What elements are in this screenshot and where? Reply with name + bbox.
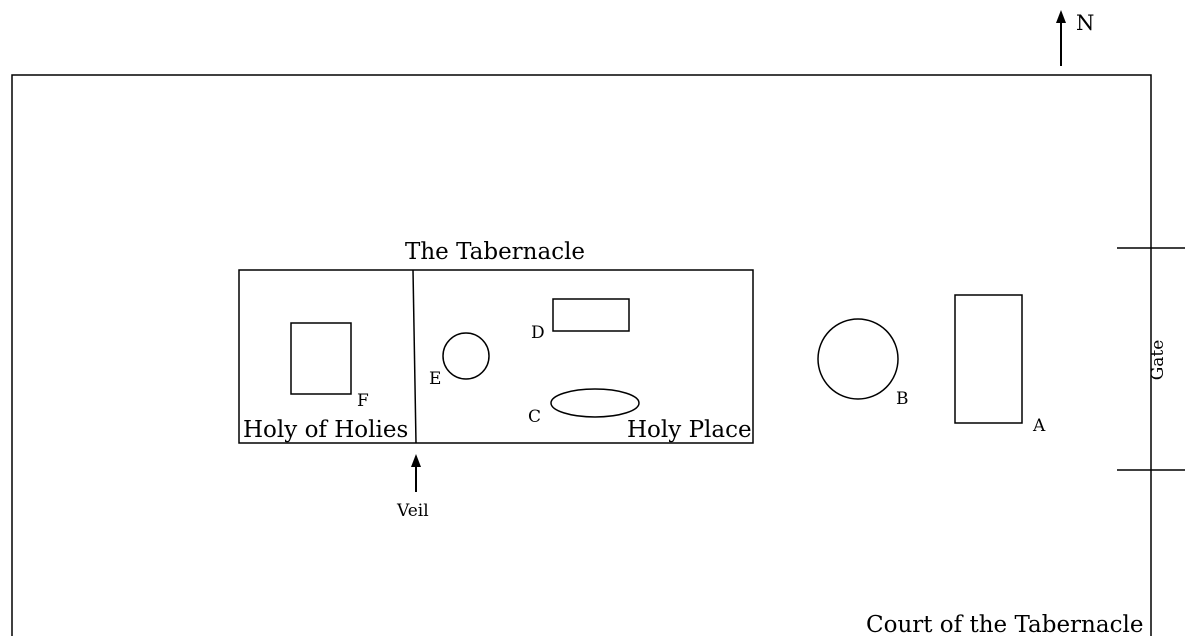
north-arrow-head	[1056, 10, 1066, 23]
court-label: Court of the Tabernacle	[866, 612, 1143, 636]
north-label: N	[1076, 11, 1094, 35]
court-outline	[11, 74, 1152, 636]
item-f-ark	[290, 322, 352, 395]
item-a-altar	[954, 294, 1023, 424]
item-c-label: C	[528, 407, 541, 427]
item-d-shape	[552, 298, 630, 332]
item-b-label: B	[896, 389, 909, 409]
item-c-shape	[550, 388, 640, 418]
gate-label: Gate	[1148, 340, 1168, 381]
item-a-label: A	[1032, 416, 1046, 436]
item-d-label: D	[531, 323, 545, 343]
veil-arrow-head	[411, 454, 421, 467]
tabernacle-outline	[238, 269, 754, 444]
holy-place-label: Holy Place	[627, 417, 752, 443]
holy-of-holies-label: Holy of Holies	[243, 417, 408, 443]
north-arrow: N	[1056, 10, 1094, 66]
tabernacle-title: The Tabernacle	[405, 239, 585, 265]
item-e-shape	[442, 332, 490, 380]
item-b-laver	[817, 318, 899, 400]
veil-divider	[412, 269, 417, 444]
item-f-label: F	[357, 391, 369, 411]
item-e-label: E	[429, 369, 441, 389]
veil-label: Veil	[396, 501, 429, 521]
